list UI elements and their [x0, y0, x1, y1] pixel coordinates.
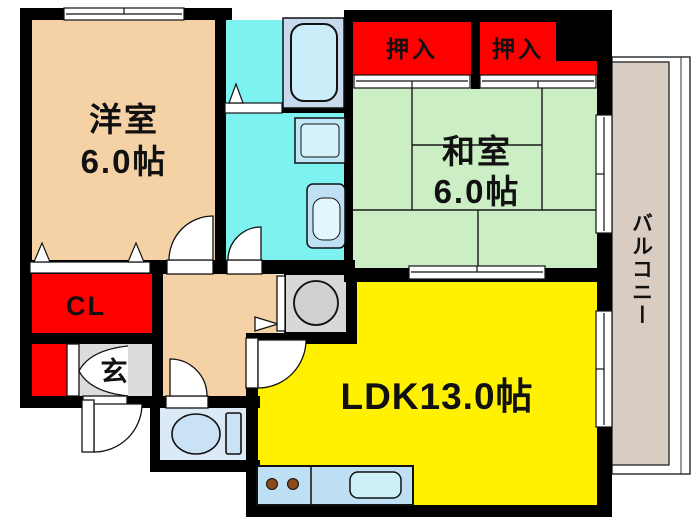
closet-cl-label: CL — [66, 291, 106, 321]
balcony-floor — [611, 61, 670, 466]
door-ldk — [245, 337, 307, 389]
closet-cl-area — [30, 274, 152, 333]
entrance-label: 玄 — [101, 356, 128, 387]
bifold-triangle-icon — [127, 241, 145, 263]
door-toilet — [165, 358, 209, 409]
oshiire-right-label: 押入 — [492, 36, 544, 62]
toilet-icon — [171, 412, 242, 455]
slider-japanese-ldk — [408, 265, 546, 280]
bifold-triangle-icon — [33, 241, 51, 263]
door-jamb — [276, 275, 286, 332]
stove-burner-icon — [266, 478, 278, 490]
oshiire-left-label: 押入 — [386, 36, 438, 62]
sliding-doors — [353, 74, 597, 280]
balcony-label: バルコニー — [630, 212, 654, 327]
closet-bifold-doors — [29, 241, 151, 274]
doors — [66, 215, 307, 453]
door-entrance — [81, 395, 143, 453]
washer-pan-icon — [294, 117, 346, 164]
window-japanese-right — [595, 114, 613, 234]
door-triangle-icon — [254, 316, 281, 332]
labels: 洋室 6.0帖 和室 6.0帖 LDK13.0帖 押入 押入 CL 玄 — [66, 36, 544, 417]
door-western-room — [166, 215, 214, 275]
closet-small-red-area — [30, 344, 67, 396]
window-ldk-right — [595, 310, 613, 428]
washbasin-icon — [306, 183, 346, 249]
stove-burner-icon — [287, 478, 299, 490]
door-genkan-bifold — [66, 343, 129, 397]
room-western-label: 洋室 — [89, 101, 159, 138]
room-japanese-area: 6.0帖 — [434, 173, 521, 210]
fusuma-left — [353, 74, 471, 89]
windows — [63, 7, 613, 428]
room-ldk-floor — [258, 282, 597, 505]
room-japanese-floor — [353, 76, 598, 272]
bathtub-icon — [282, 17, 345, 109]
tatami-lines — [353, 88, 598, 268]
washing-machine-icon — [293, 280, 339, 326]
kitchen-counter — [256, 465, 414, 506]
room-japanese-label: 和室 — [442, 133, 512, 170]
room-western-area: 6.0帖 — [81, 143, 168, 180]
kitchen-sink-icon — [349, 471, 402, 499]
fusuma-right — [479, 74, 597, 89]
room-ldk-label: LDK13.0帖 — [340, 376, 533, 417]
room-western-floor — [32, 20, 215, 262]
bath-folding-door — [224, 82, 283, 114]
window-western-top — [63, 7, 185, 21]
bifold-triangle-icon — [228, 82, 244, 104]
oshiire-left-area — [353, 21, 471, 76]
fixtures — [171, 17, 414, 506]
balcony: バルコニー — [611, 56, 691, 475]
door-washroom — [226, 226, 263, 275]
